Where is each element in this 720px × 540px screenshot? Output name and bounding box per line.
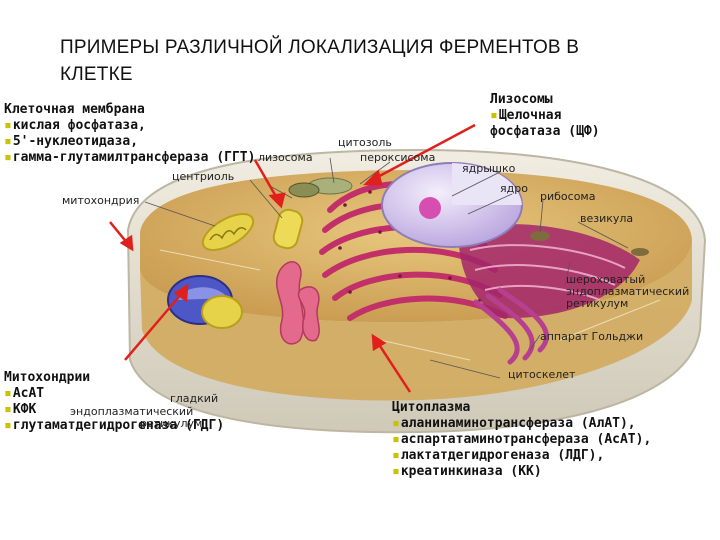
label-lysosome: лизосома: [258, 151, 313, 164]
bullet-icon: ▪: [4, 134, 12, 149]
nucleolus: [419, 197, 441, 219]
cytoplasm-heading: Цитоплазма: [392, 400, 651, 416]
label-peroxisome: пероксисома: [360, 151, 435, 164]
label-cytosol: цитозоль: [338, 136, 392, 149]
cytoplasm-item: лактатдегидрогеназа (ЛДГ),: [401, 448, 605, 463]
label-smooth-er-0: гладкий: [170, 392, 218, 405]
label-vesicle: везикула: [580, 212, 633, 225]
bullet-icon: ▪: [392, 464, 400, 479]
bullet-icon: ▪: [4, 150, 12, 165]
cytoplasm-item: аланинаминотрансфераза (АлАТ),: [401, 416, 636, 431]
label-golgi: аппарат Гольджи: [540, 330, 643, 343]
label-cytoskeleton: цитоскелет: [508, 368, 575, 381]
label-nucleus: ядро: [500, 182, 528, 195]
label-rough-er-line: ретикулум: [566, 298, 689, 310]
cytoplasm-item: креатинкиназа (КК): [401, 464, 542, 479]
cytoplasm-item: аспартатаминотрансфераза (АсАТ),: [401, 432, 651, 447]
label-smooth-er-2: ретикулум: [140, 417, 202, 430]
membrane-item: 5'-нуклеотидаза,: [13, 134, 138, 149]
membrane-item: гамма-глутамилтрансфераза (ГГТ): [13, 150, 256, 165]
membrane-heading: Клеточная мембрана: [4, 102, 255, 118]
membrane-enzymes: Клеточная мембрана ▪кислая фосфатаза, ▪5…: [4, 102, 255, 166]
label-nucleolus: ядрышко: [462, 162, 515, 175]
lysosome-item: фосфатаза (ЩФ): [490, 124, 600, 140]
cytoplasm-enzymes: Цитоплазма ▪аланинаминотрансфераза (АлАТ…: [392, 400, 651, 480]
label-mitochondrion: митохондрия: [62, 194, 139, 207]
bullet-icon: ▪: [4, 418, 12, 433]
label-centriole: центриоль: [172, 170, 234, 183]
membrane-item: кислая фосфатаза,: [13, 118, 146, 133]
label-rough-er: шероховатый эндоплазматический ретикулум: [566, 274, 689, 310]
mitochondria-item: АсАТ: [13, 386, 44, 401]
bullet-icon: ▪: [490, 108, 498, 123]
lysosome-heading: Лизосомы: [490, 92, 600, 108]
bullet-icon: ▪: [392, 416, 400, 431]
bullet-icon: ▪: [4, 386, 12, 401]
lysosome: [289, 183, 319, 197]
bullet-icon: ▪: [4, 402, 12, 417]
mitochondria-heading: Митохондрии: [4, 370, 224, 386]
bullet-icon: ▪: [392, 448, 400, 463]
bullet-icon: ▪: [392, 432, 400, 447]
lysosome-item: Щелочная: [499, 108, 562, 123]
lysosome-enzymes: Лизосомы ▪Щелочная фосфатаза (ЩФ): [490, 92, 600, 140]
mitochondria-item: КФК: [13, 402, 36, 417]
label-ribosome: рибосома: [540, 190, 595, 203]
bullet-icon: ▪: [4, 118, 12, 133]
